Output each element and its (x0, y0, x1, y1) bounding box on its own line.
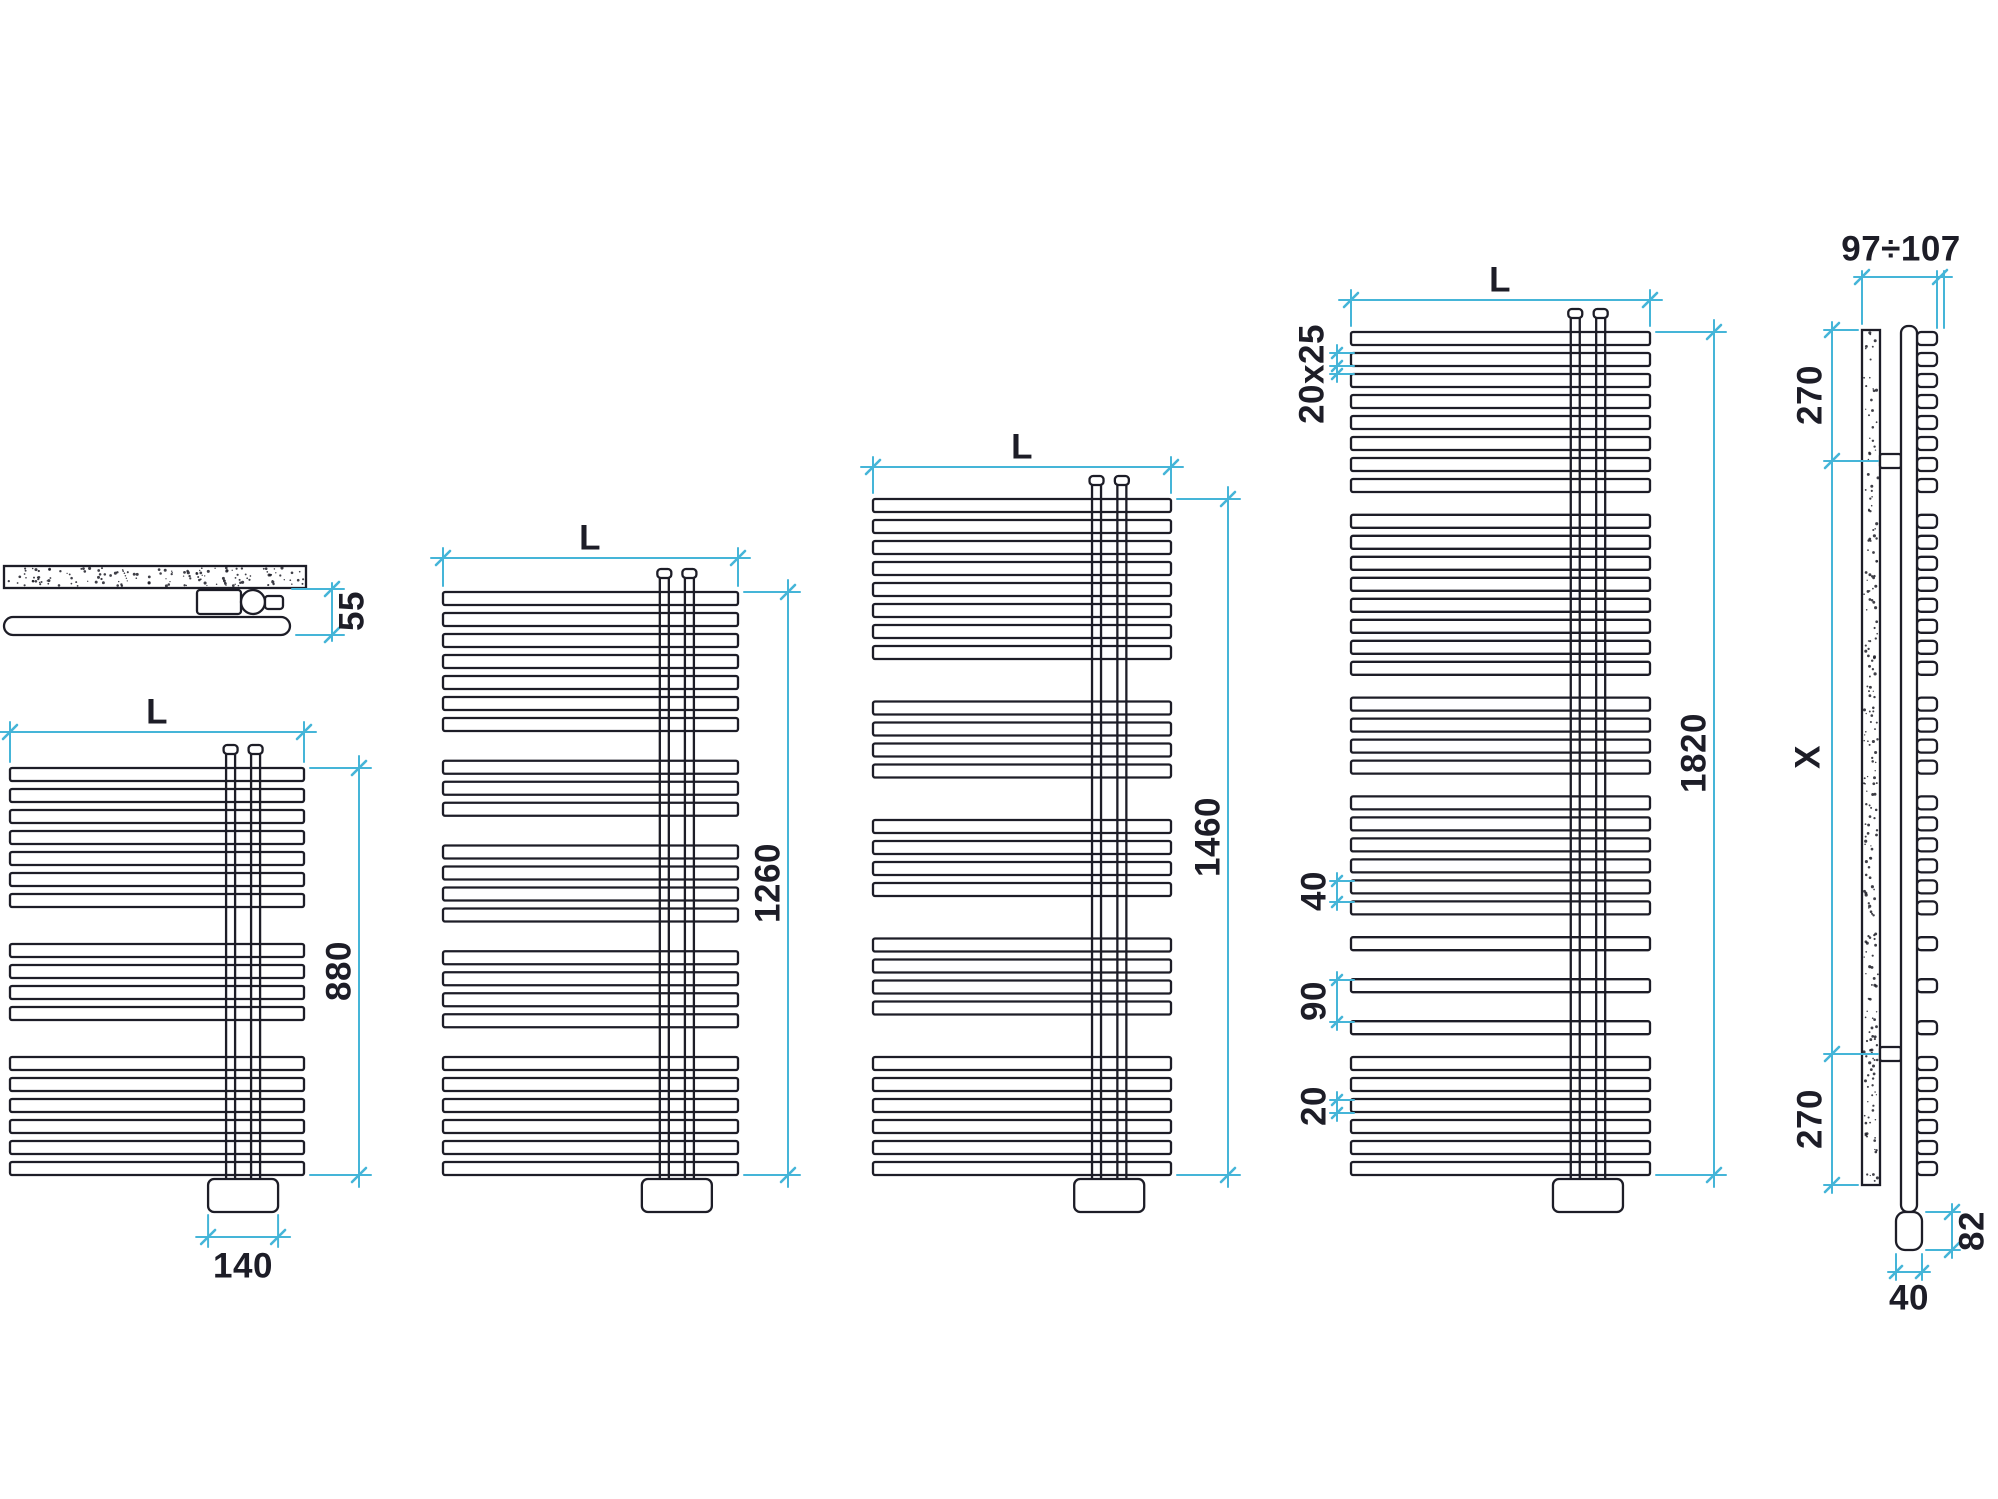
radiator-1460-front-view (871, 474, 1173, 1214)
dim-label-side-depth-range: 97÷107 (1841, 230, 1961, 269)
dim-label-880-valve-spacing: 140 (213, 1247, 273, 1286)
side-view-dims (1823, 268, 1961, 1281)
side-view (1860, 324, 1939, 1252)
plan-top-view (2, 564, 308, 637)
dim-label-1820-width: L (1489, 261, 1511, 300)
radiator-880-front-view-dims (0, 721, 372, 1248)
dim-label-880-width: L (146, 693, 168, 732)
dim-label-880-height: 880 (320, 941, 359, 1001)
radiator-1460-front-view-dims (860, 456, 1241, 1188)
dim-label-side-valve-depth: 40 (1889, 1279, 1929, 1318)
line-work-layer (0, 268, 1961, 1281)
radiator-880-front-view (8, 743, 306, 1214)
dim-label-side-bottom-fixing: 270 (1791, 1089, 1830, 1149)
dim-label-1460-height: 1460 (1189, 797, 1228, 877)
dim-label-side-top-fixing: 270 (1791, 365, 1830, 425)
dim-label-wide-pitch-90: 90 (1295, 981, 1334, 1021)
radiator-1260-front-view (441, 567, 740, 1214)
radiator-1260-front-view-dims (430, 547, 801, 1188)
dim-label-1260-height: 1260 (749, 843, 788, 923)
dim-label-side-valve-height: 82 (1953, 1211, 1992, 1251)
plan-top-view-dims (291, 580, 345, 644)
dim-label-tube-pitch-40: 40 (1295, 871, 1334, 911)
dim-label-plan-depth: 55 (333, 591, 372, 631)
dim-label-1820-height: 1820 (1675, 713, 1714, 793)
radiator-1820-front-view-dims (1329, 289, 1727, 1188)
dim-label-side-fixing-span: X (1789, 745, 1828, 769)
radiator-1820-front-view (1349, 307, 1652, 1214)
dim-label-1260-width: L (579, 519, 601, 558)
dim-label-tube-height-20: 20 (1295, 1086, 1334, 1126)
dim-label-1460-width: L (1011, 428, 1033, 467)
dimension-labels: 55 L 880 140 L 1260 L 1460 L 1820 20x25 … (146, 230, 1991, 1318)
dim-label-tube-section: 20x25 (1293, 324, 1332, 424)
